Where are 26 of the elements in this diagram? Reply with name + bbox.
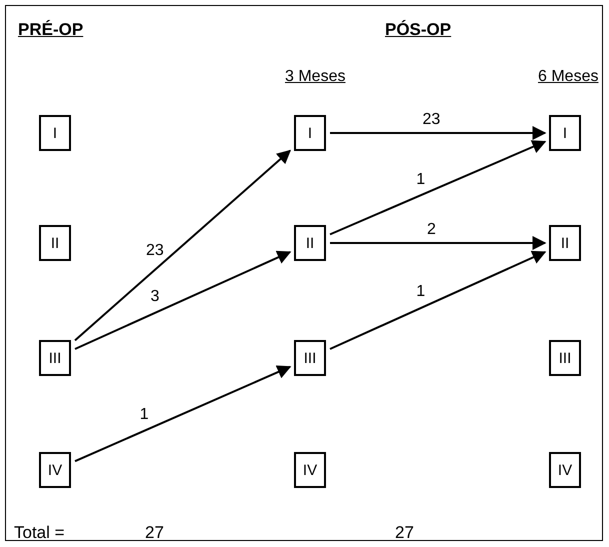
- total-value: 27: [395, 523, 414, 543]
- arrow: [330, 140, 546, 236]
- stage-box: II: [294, 225, 326, 261]
- stage-box: III: [294, 340, 326, 376]
- arrow: [330, 236, 546, 250]
- stage-box: IV: [549, 452, 581, 488]
- stage-box: I: [39, 115, 71, 151]
- period-heading: 6 Meses: [538, 68, 598, 86]
- total-value: 27: [145, 523, 164, 543]
- stage-box: II: [549, 225, 581, 261]
- period-heading: 3 Meses: [285, 68, 346, 86]
- stage-box: I: [294, 115, 326, 151]
- stage-heading: PÓS-OP: [385, 20, 452, 40]
- stage-box: IV: [39, 452, 71, 488]
- stage-box: I: [549, 115, 581, 151]
- total-label: Total =: [14, 523, 65, 543]
- stage-box: II: [39, 225, 71, 261]
- stage-box: III: [39, 340, 71, 376]
- arrow: [330, 126, 546, 140]
- stage-box: III: [549, 340, 581, 376]
- arrow: [330, 250, 546, 350]
- stage-heading: PRÉ-OP: [18, 20, 84, 40]
- arrow: [74, 150, 292, 342]
- stage-box: IV: [294, 452, 326, 488]
- arrow: [74, 250, 292, 350]
- arrow: [74, 365, 292, 462]
